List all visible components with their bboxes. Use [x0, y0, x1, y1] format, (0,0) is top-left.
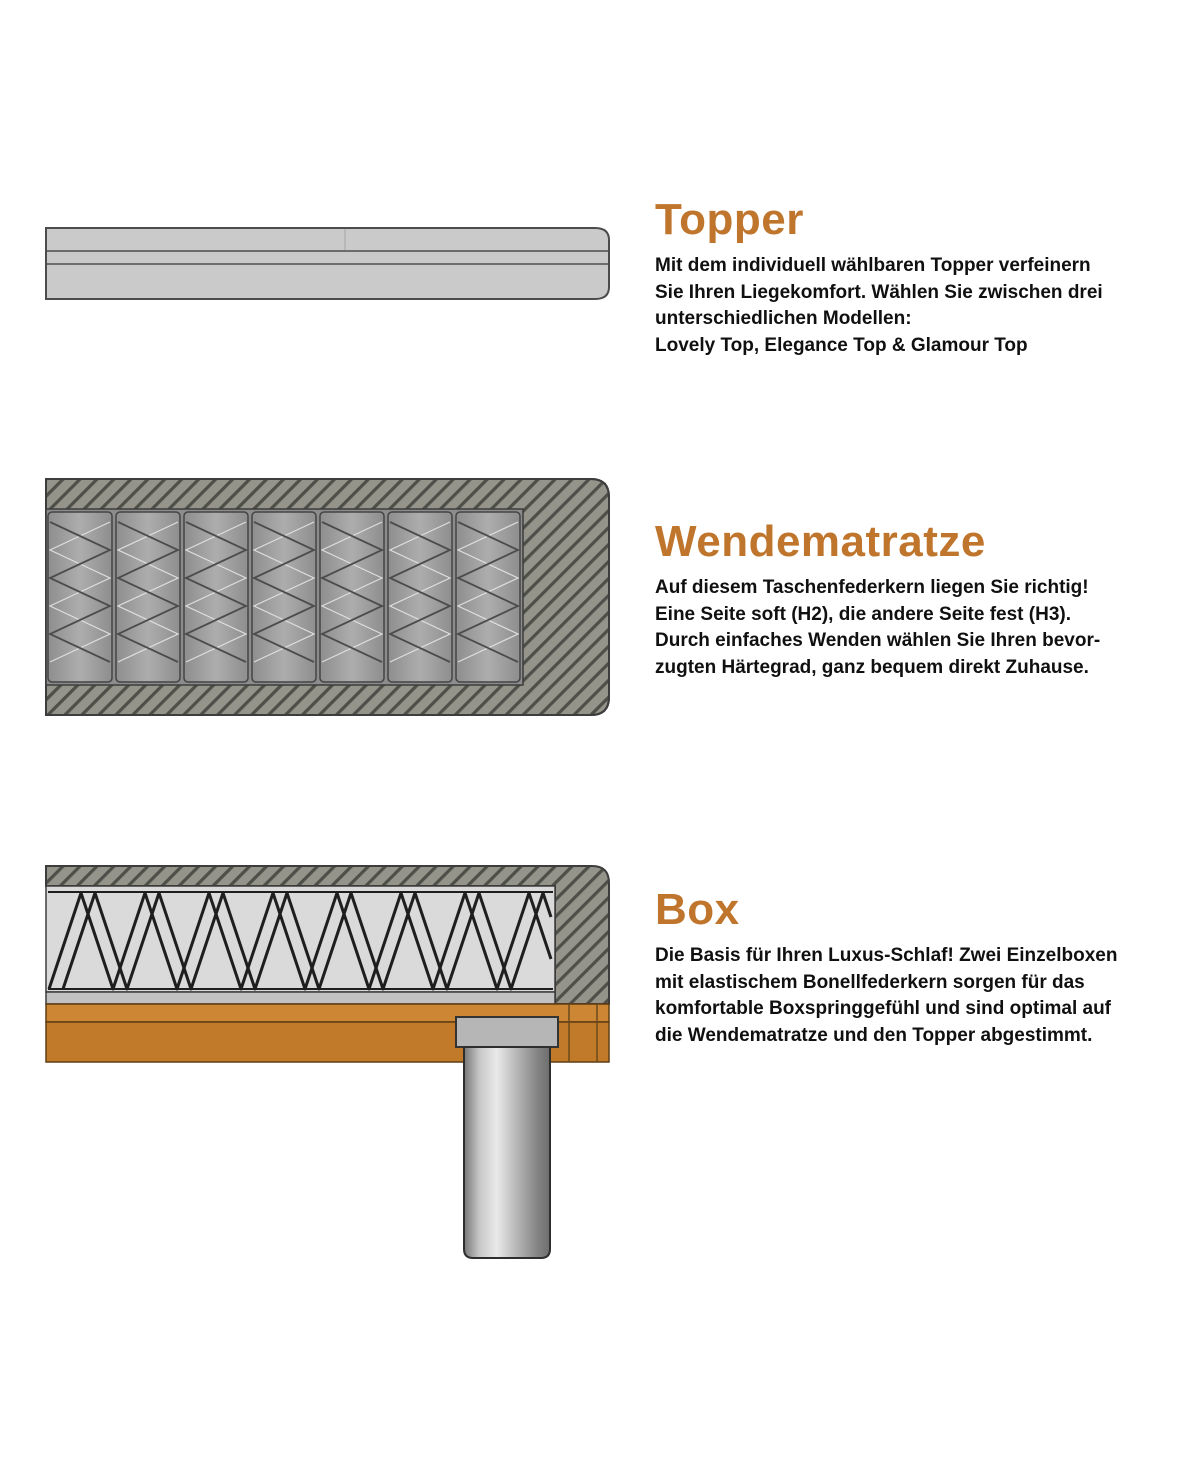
bonell-spring-coils [47, 891, 553, 991]
topper-text-line: Sie Ihren Liegekomfort. Wählen Sie zwisc… [655, 281, 1103, 303]
topper-section: Topper Mit dem individuell wählbaren Top… [655, 196, 1195, 359]
topper-text-line: Lovely Top, Elegance Top & Glamour Top [655, 334, 1028, 356]
topper-illustration [45, 227, 610, 300]
box-section: Box Die Basis für Ihren Luxus-Schlaf! Zw… [655, 886, 1195, 1049]
topper-text-line: unterschiedlichen Modellen: [655, 308, 912, 329]
leg-cylinder [463, 1046, 551, 1259]
topper-title: Topper [655, 195, 804, 244]
box-title: Box [655, 885, 740, 934]
pocket-springs [47, 511, 521, 683]
wendematratze-text-line: Eine Seite soft (H2), die andere Seite f… [655, 603, 1071, 625]
topper-text-line: Mit dem individuell wählbaren Topper ver… [655, 255, 1091, 276]
wendematratze-section: Wendematratze Auf diesem Taschenfederker… [655, 518, 1195, 681]
box-base-stripe [45, 991, 556, 1005]
wendematratze-illustration [45, 478, 610, 716]
bed-leg [455, 1016, 559, 1259]
box-text-line: komfortable Boxspringgefühl und sind opt… [655, 998, 1112, 1019]
wendematratze-text-line: Durch einfaches Wenden wählen Sie Ihren … [655, 630, 1101, 651]
box-text-line: Die Basis für Ihren Luxus-Schlaf! Zwei E… [655, 945, 1118, 966]
wendematratze-text-line: Auf diesem Taschenfederkern liegen Sie r… [655, 577, 1089, 598]
wendematratze-title: Wendematratze [655, 517, 986, 566]
leg-mount-plate [455, 1016, 559, 1048]
box-text-line: die Wendematratze und den Topper abgesti… [655, 1024, 1093, 1046]
box-text-line: mit elastischem Bonellfederkern sorgen f… [655, 971, 1085, 993]
mattress-outline [46, 478, 610, 716]
box-illustration [45, 865, 610, 1259]
wendematratze-text-line: zugten Härtegrad, ganz bequem direkt Zuh… [655, 656, 1089, 678]
